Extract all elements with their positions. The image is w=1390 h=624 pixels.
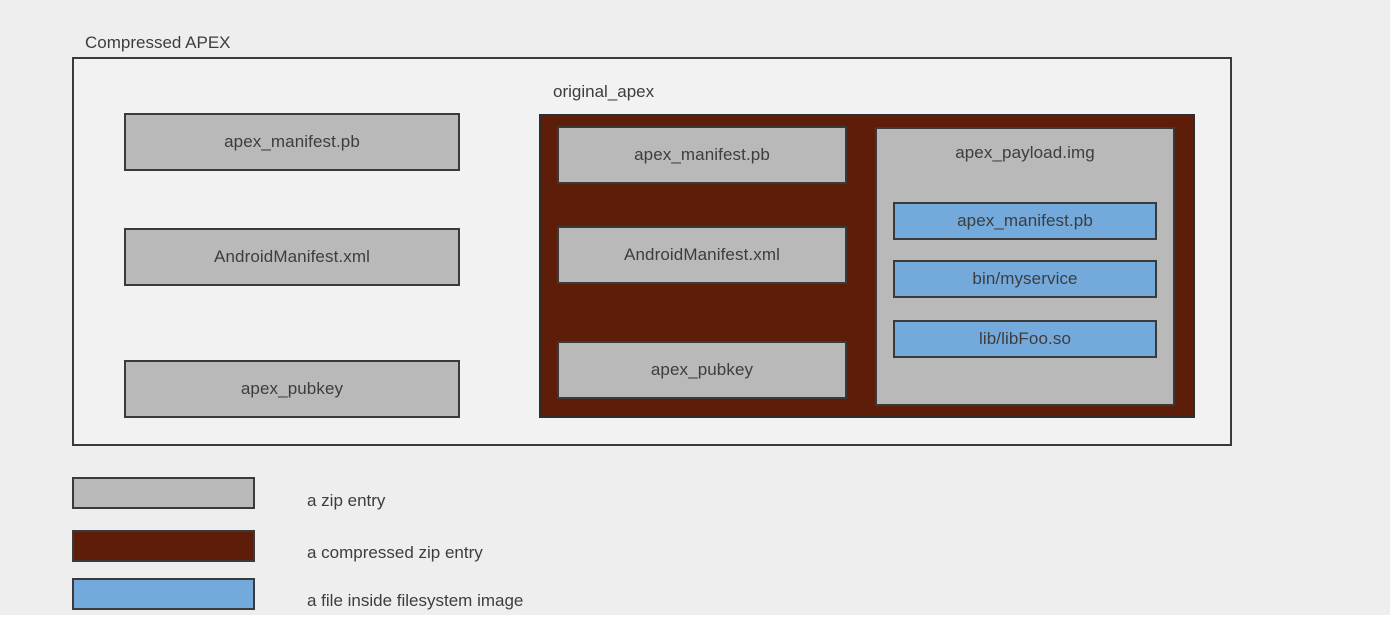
original-apex-entry-android-manifest-xml: AndroidManifest.xml [557, 226, 847, 284]
bottom-strip [0, 615, 1390, 624]
legend-label-zip-entry: a zip entry [307, 491, 386, 510]
legend-swatch-zip-entry [72, 477, 255, 509]
original-apex-title: original_apex [553, 82, 655, 101]
legend-swatch-filesystem-file [72, 578, 255, 610]
original-apex-entry-apex-manifest-pb: apex_manifest.pb [557, 126, 847, 184]
fs-file-label: lib/libFoo.so [978, 329, 1071, 348]
entry-label: AndroidManifest.xml [624, 245, 780, 264]
fs-file-lib-libfoo-so: lib/libFoo.so [893, 320, 1157, 358]
fs-file-label: bin/myservice [972, 269, 1078, 288]
zip-entry-apex-pubkey: apex_pubkey [124, 360, 460, 418]
zip-entry-android-manifest-xml: AndroidManifest.xml [124, 228, 460, 286]
fs-file-apex-manifest-pb: apex_manifest.pb [893, 202, 1157, 240]
legend-label-compressed-zip-entry: a compressed zip entry [307, 543, 483, 562]
entry-label: apex_pubkey [240, 379, 344, 398]
legend-swatch-compressed-zip-entry [72, 530, 255, 562]
original-apex-entry-apex-pubkey: apex_pubkey [557, 341, 847, 399]
entry-label: AndroidManifest.xml [214, 247, 370, 266]
payload-label: apex_payload.img [955, 143, 1095, 162]
legend-label-filesystem-file: a file inside filesystem image [307, 591, 524, 610]
zip-entry-apex-manifest-pb: apex_manifest.pb [124, 113, 460, 171]
entry-label: apex_pubkey [650, 360, 754, 379]
fs-file-bin-myservice: bin/myservice [893, 260, 1157, 298]
entry-label: apex_manifest.pb [634, 145, 770, 164]
compressed-apex-title: Compressed APEX [85, 33, 231, 52]
fs-file-label: apex_manifest.pb [957, 211, 1093, 230]
entry-label: apex_manifest.pb [224, 132, 360, 151]
